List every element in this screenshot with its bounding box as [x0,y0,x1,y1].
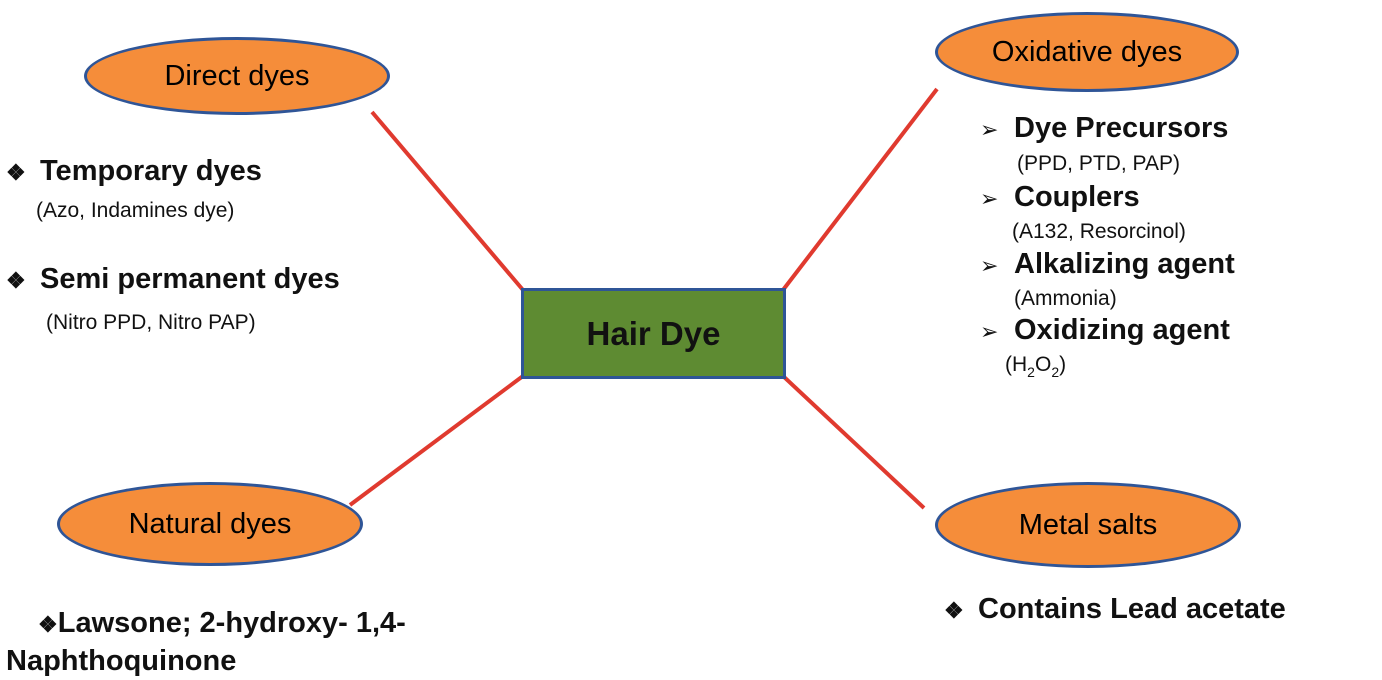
oxidative-item-3-detail: (Ammonia) [1014,287,1117,310]
ellipse-natural-dyes: Natural dyes [57,482,363,566]
diamond-bullet-icon: ❖ [944,598,964,623]
connector-metal [781,374,926,510]
direct-item-1-detail: (Azo, Indamines dye) [36,199,235,222]
connector-oxidative [781,87,939,292]
direct-dyes-label: Direct dyes [164,59,310,92]
metal-salts-label: Metal salts [1018,508,1158,541]
direct-item-2-detail: (Nitro PPD, Nitro PAP) [46,311,256,334]
arrow-bullet-icon: ➢ [980,186,999,211]
diamond-bullet-icon: ❖ [6,160,26,185]
oxidative-item-2-title: ➢Couplers [980,181,1140,213]
connector-direct [370,110,525,292]
ellipse-direct-dyes: Direct dyes [84,37,390,115]
natural-dyes-label: Natural dyes [128,507,292,540]
oxidative-dyes-label: Oxidative dyes [991,35,1183,68]
ellipse-metal-salts: Metal salts [935,482,1241,568]
ellipse-oxidative-dyes: Oxidative dyes [935,12,1239,92]
oxidative-item-3-title: ➢Alkalizing agent [980,248,1235,280]
metal-item-1: ❖Contains Lead acetate [944,593,1286,625]
diamond-bullet-icon: ❖ [38,612,58,637]
natural-item-line-1: ❖Lawsone; 2-hydroxy- 1,4- [38,607,406,639]
center-node-hair-dye: Hair Dye [521,288,786,379]
natural-item-line-2: Naphthoquinone [6,645,237,677]
oxidative-item-2-detail: (A132, Resorcinol) [1012,220,1186,243]
connector-natural [348,374,525,507]
direct-item-1-title: ❖Temporary dyes [6,155,262,187]
diamond-bullet-icon: ❖ [6,268,26,293]
arrow-bullet-icon: ➢ [980,253,999,278]
oxidative-item-4-title: ➢Oxidizing agent [980,314,1230,346]
arrow-bullet-icon: ➢ [980,117,999,142]
oxidative-item-1-title: ➢Dye Precursors [980,112,1229,144]
oxidative-item-1-detail: (PPD, PTD, PAP) [1017,152,1180,175]
arrow-bullet-icon: ➢ [980,319,999,344]
oxidative-item-4-detail: (H2O2) [1005,353,1067,380]
center-label: Hair Dye [586,314,721,352]
direct-item-2-title: ❖Semi permanent dyes [6,263,340,295]
